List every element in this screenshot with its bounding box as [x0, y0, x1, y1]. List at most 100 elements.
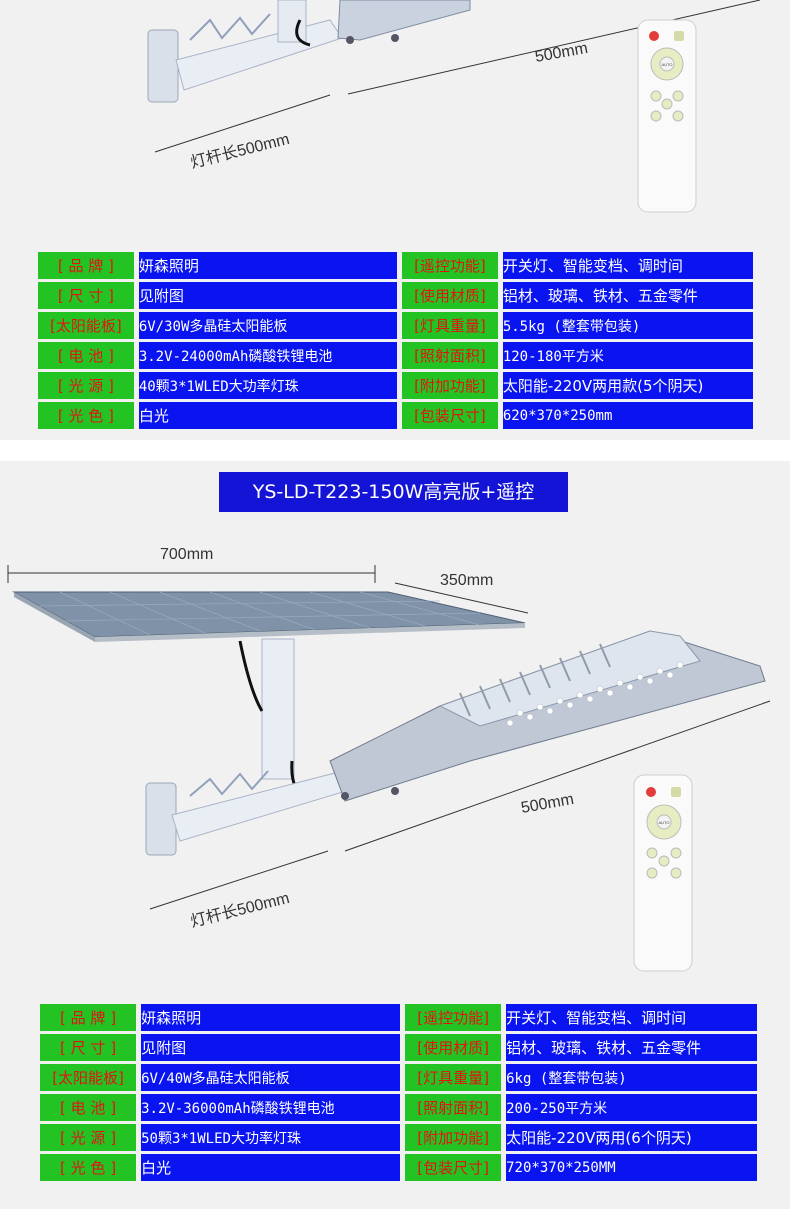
- mode-button-icon: [671, 787, 681, 797]
- spec-label: [附加功能]: [405, 1124, 502, 1151]
- bolt-icon: [341, 792, 349, 800]
- dimension-label-panel-width: 700mm: [160, 546, 213, 563]
- dimension-line-lamp: [347, 0, 761, 95]
- spec-label: [照射面积]: [402, 342, 498, 369]
- solar-panel: [12, 591, 526, 642]
- spec-row-solar-panel: [太阳能板] 6V/30W多晶硅太阳能板 [灯具重量] 5.5kg (整套带包装…: [38, 312, 753, 339]
- spec-label: [附加功能]: [402, 372, 498, 399]
- spec-label: [ 电 池 ]: [40, 1094, 137, 1121]
- spec-value: 3.2V-36000mAh磷酸铁锂电池: [141, 1094, 401, 1121]
- spec-value: 6V/30W多晶硅太阳能板: [138, 312, 398, 339]
- auto-button-icon: [659, 56, 675, 72]
- spec-row-light-source: [ 光 源 ] 50颗3*1WLED大功率灯珠 [附加功能] 太阳能-220V两…: [40, 1124, 757, 1151]
- lamp-head: [329, 630, 766, 802]
- spec-value: 太阳能-220V两用款(5个阴天): [502, 372, 753, 399]
- dimension-label-lamp: 500mm: [534, 40, 590, 66]
- spec-label: [使用材质]: [405, 1034, 502, 1061]
- spec-label: [遥控功能]: [402, 252, 498, 279]
- spec-value: 见附图: [138, 282, 398, 309]
- bolt-icon: [391, 787, 399, 795]
- spec-row-size: [ 尺 寸 ] 见附图 [使用材质] 铝材、玻璃、铁材、五金零件: [38, 282, 753, 309]
- spec-row-solar-panel: [太阳能板] 6V/40W多晶硅太阳能板 [灯具重量] 6kg (整套带包装): [40, 1064, 757, 1091]
- dimension-label-pole: 灯杆长500mm: [189, 889, 292, 931]
- spec-table: [ 品 牌 ] 妍森照明 [遥控功能] 开关灯、智能变档、调时间 [ 尺 寸 ]…: [35, 1001, 762, 1184]
- spec-row-light-color: [ 光 色 ] 白光 [包装尺寸] 720*370*250MM: [40, 1154, 757, 1181]
- spec-value: 白光: [141, 1154, 401, 1181]
- bracket-lattice: [189, 770, 269, 797]
- spec-label: [ 品 牌 ]: [40, 1004, 137, 1031]
- mode-button-icon: [674, 31, 684, 41]
- spec-value: 120-180平方米: [502, 342, 753, 369]
- spec-row-light-color: [ 光 色 ] 白光 [包装尺寸] 620*370*250mm: [38, 402, 753, 429]
- street-light-product-image: 500mm 灯杆长500mm AUTO: [147, 0, 761, 213]
- spec-row-battery: [ 电 池 ] 3.2V-24000mAh磷酸铁锂电池 [照射面积] 120-1…: [38, 342, 753, 369]
- spec-label: [ 光 色 ]: [40, 1154, 137, 1181]
- spec-value: 见附图: [141, 1034, 401, 1061]
- remote-control: AUTO: [637, 19, 697, 213]
- spec-label: [灯具重量]: [402, 312, 498, 339]
- bracket-lattice: [189, 13, 271, 41]
- model-title: YS-LD-T223-150W高亮版+遥控: [219, 472, 568, 512]
- spec-label: [太阳能板]: [40, 1064, 137, 1091]
- spec-label: [ 光 色 ]: [38, 402, 134, 429]
- spec-label: [ 尺 寸 ]: [38, 282, 134, 309]
- svg-text:AUTO: AUTO: [658, 820, 669, 825]
- spec-label: [太阳能板]: [38, 312, 134, 339]
- spec-value: 铝材、玻璃、铁材、五金零件: [502, 282, 753, 309]
- dimension-line-lamp: [344, 700, 771, 852]
- spec-table: [ 品 牌 ] 妍森照明 [遥控功能] 开关灯、智能变档、调时间 [ 尺 寸 ]…: [33, 249, 758, 432]
- dimension-label-panel-depth: 350mm: [440, 572, 493, 589]
- spec-label: [ 光 源 ]: [38, 372, 134, 399]
- remote-control: AUTO: [633, 774, 693, 972]
- power-button-icon: [646, 787, 656, 797]
- spec-label: [照射面积]: [405, 1094, 502, 1121]
- spec-value: 开关灯、智能变档、调时间: [502, 252, 753, 279]
- spec-label: [遥控功能]: [405, 1004, 502, 1031]
- street-light-product-image: 700mm 350mm: [7, 546, 771, 972]
- pole: [261, 638, 295, 780]
- spec-label: [灯具重量]: [405, 1064, 502, 1091]
- dimension-line-pole: [154, 94, 331, 153]
- lamp-housing: [337, 0, 471, 41]
- product-panel-40w: YS-LD-T223-150W高亮版+遥控 700mm 350mm: [0, 461, 790, 1209]
- bracket-arm: [171, 772, 347, 842]
- bolt-icon: [391, 34, 399, 42]
- spec-value: 6kg (整套带包装): [506, 1064, 757, 1091]
- bolt-icon: [346, 36, 354, 44]
- spec-value: 200-250平方米: [506, 1094, 757, 1121]
- spec-value: 620*370*250mm: [502, 402, 753, 429]
- spec-label: [包装尺寸]: [402, 402, 498, 429]
- product-panel-30w: 500mm 灯杆长500mm AUTO [ 品 牌 ] 妍森照明 [遥控功能] …: [0, 0, 790, 440]
- spec-value: 妍森照明: [138, 252, 398, 279]
- wall-bracket-plate: [147, 29, 179, 103]
- spec-row-battery: [ 电 池 ] 3.2V-36000mAh磷酸铁锂电池 [照射面积] 200-2…: [40, 1094, 757, 1121]
- spec-value: 妍森照明: [141, 1004, 401, 1031]
- spec-label: [使用材质]: [402, 282, 498, 309]
- cable: [295, 19, 311, 47]
- spec-label: [包装尺寸]: [405, 1154, 502, 1181]
- auto-button-icon: [656, 814, 672, 830]
- spec-label: [ 品 牌 ]: [38, 252, 134, 279]
- spec-value: 50颗3*1WLED大功率灯珠: [141, 1124, 401, 1151]
- spec-row-brand: [ 品 牌 ] 妍森照明 [遥控功能] 开关灯、智能变档、调时间: [40, 1004, 757, 1031]
- dimension-line-panel-depth: [394, 582, 529, 614]
- spec-label: [ 尺 寸 ]: [40, 1034, 137, 1061]
- wall-bracket-plate: [145, 782, 177, 856]
- spec-value: 5.5kg (整套带包装): [502, 312, 753, 339]
- power-button-icon: [649, 31, 659, 41]
- spec-row-light-source: [ 光 源 ] 40颗3*1WLED大功率灯珠 [附加功能] 太阳能-220V两…: [38, 372, 753, 399]
- spec-row-brand: [ 品 牌 ] 妍森照明 [遥控功能] 开关灯、智能变档、调时间: [38, 252, 753, 279]
- spec-value: 开关灯、智能变档、调时间: [506, 1004, 757, 1031]
- pole: [277, 0, 307, 43]
- spec-label: [ 电 池 ]: [38, 342, 134, 369]
- spec-value: 40颗3*1WLED大功率灯珠: [138, 372, 398, 399]
- spec-value: 铝材、玻璃、铁材、五金零件: [506, 1034, 757, 1061]
- spec-value: 太阳能-220V两用(6个阴天): [506, 1124, 757, 1151]
- spec-value: 720*370*250MM: [506, 1154, 757, 1181]
- dimension-line-pole: [149, 850, 329, 910]
- spec-value: 白光: [138, 402, 398, 429]
- spec-value: 6V/40W多晶硅太阳能板: [141, 1064, 401, 1091]
- svg-text:AUTO: AUTO: [661, 62, 672, 67]
- spec-label: [ 光 源 ]: [40, 1124, 137, 1151]
- spec-value: 3.2V-24000mAh磷酸铁锂电池: [138, 342, 398, 369]
